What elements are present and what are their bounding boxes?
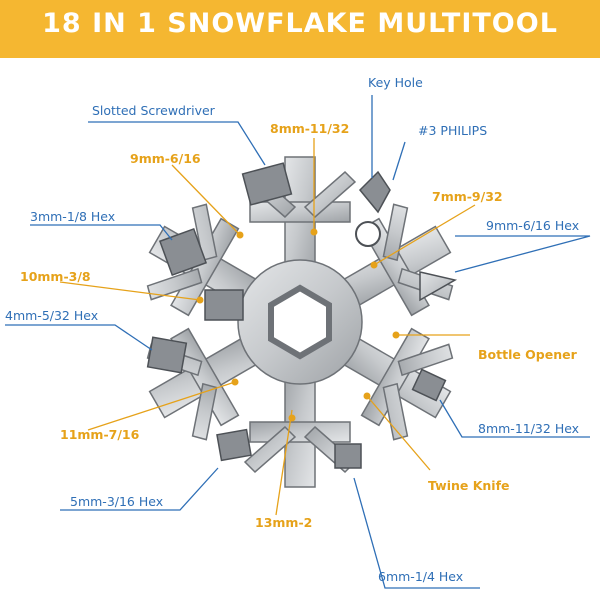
label-3mm-1-8-hex: 3mm-1/8 Hex: [30, 209, 116, 224]
hex-bit-top-left: [241, 162, 293, 206]
label-7mm-9-32: 7mm-9/32: [432, 189, 503, 204]
label-8mm-11-32-hex: 8mm-11/32 Hex: [478, 421, 580, 436]
label-3-philips: #3 PHILIPS: [418, 123, 488, 138]
label-10mm-3-8: 10mm-3/8: [20, 269, 91, 284]
label-twine-knife: Twine Knife: [428, 478, 510, 493]
title-banner: 18 IN 1 SNOWFLAKE MULTITOOL: [0, 0, 600, 58]
label-key-hole: Key Hole: [368, 75, 423, 90]
label-5mm-3-16-hex: 5mm-3/16 Hex: [70, 494, 164, 509]
hex-bit-right-lower: [411, 368, 447, 402]
label-6mm-1-4-hex: 6mm-1/4 Hex: [378, 569, 464, 584]
philips-tip: [358, 170, 391, 214]
hex-bit-left-lower: [146, 336, 188, 374]
snowflake-tool: [128, 156, 472, 488]
banner-title: 18 IN 1 SNOWFLAKE MULTITOOL: [42, 8, 558, 39]
label-4mm-5-32-hex: 4mm-5/32 Hex: [5, 308, 99, 323]
key-hole: [355, 221, 381, 247]
hex-bit-bottom-left: [216, 428, 252, 462]
label-9mm-6-16-left: 9mm-6/16: [130, 151, 201, 166]
hex-bit-left-upper: [158, 227, 208, 277]
label-bottle-opener: Bottle Opener: [478, 347, 577, 362]
label-13mm-2: 13mm-2: [255, 515, 313, 530]
label-8mm-11-32-top: 8mm-11/32: [270, 121, 350, 136]
label-9mm-6-16-hex: 9mm-6/16 Hex: [486, 218, 580, 233]
label-11mm-7-16: 11mm-7/16: [60, 427, 140, 442]
hex-bit-left-mid: [204, 289, 244, 321]
knife-tip: [419, 271, 458, 302]
label-slotted-screwdriver: Slotted Screwdriver: [92, 103, 215, 118]
hex-bit-bottom-right: [334, 443, 362, 469]
